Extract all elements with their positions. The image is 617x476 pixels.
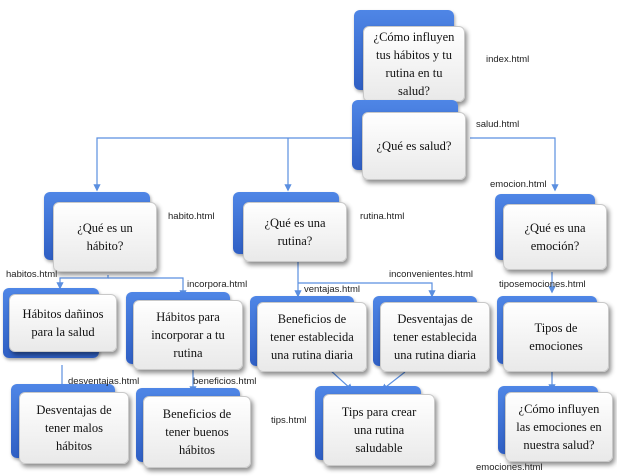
node-salud[interactable]: ¿Qué es salud? — [352, 100, 472, 182]
node-card: Desventajas de tener establecida una rut… — [380, 302, 490, 372]
file-label-emociones: emociones.html — [476, 462, 543, 473]
file-label-salud: salud.html — [476, 119, 520, 130]
node-label: Hábitos para incorporar a tu rutina — [151, 309, 225, 361]
node-desventajas-rutina[interactable]: Desventajas de tener establecida una rut… — [373, 296, 493, 376]
connector-rutina-desventajas — [298, 282, 436, 298]
node-label: Desventajas de tener malos hábitos — [36, 402, 112, 454]
node-label: Tips para crear una rutina saludable — [341, 404, 417, 456]
node-label: Beneficios de tener buenos hábitos — [162, 406, 232, 458]
node-card: Hábitos para incorporar a tu rutina — [133, 300, 243, 370]
node-label: ¿Cómo influyen tus hábitos y tu rutina e… — [373, 29, 455, 99]
file-label-inconvenientes: inconvenientes.html — [389, 269, 473, 280]
node-label: Desventajas de tener establecida una rut… — [393, 311, 477, 363]
file-label-beneficios: beneficios.html — [193, 376, 257, 387]
node-label: ¿Cómo influyen las emociones en nuestra … — [516, 401, 602, 453]
node-card: ¿Qué es una rutina? — [243, 202, 347, 262]
node-card: ¿Qué es salud? — [362, 112, 466, 180]
node-tips[interactable]: Tips para crear una rutina saludable — [315, 386, 437, 470]
node-malos[interactable]: Desventajas de tener malos hábitos — [11, 384, 131, 468]
file-label-emocion: emocion.html — [490, 179, 547, 190]
node-card: Beneficios de tener establecida una ruti… — [257, 302, 367, 372]
node-card: ¿Qué es una emoción? — [503, 204, 607, 270]
file-label-habito: habito.html — [168, 211, 215, 222]
node-root[interactable]: ¿Cómo influyen tus hábitos y tu rutina e… — [354, 10, 465, 102]
node-buenos[interactable]: Beneficios de tener buenos hábitos — [136, 388, 254, 472]
node-card: Beneficios de tener buenos hábitos — [143, 396, 251, 468]
node-label: Tipos de emociones — [529, 320, 583, 353]
node-card: Tipos de emociones — [503, 302, 609, 372]
connector-habito-incorporar — [108, 277, 187, 298]
file-label-habitos: habitos.html — [6, 269, 58, 280]
node-label: ¿Qué es una rutina? — [264, 215, 326, 248]
file-label-tips: tips.html — [271, 415, 307, 426]
node-beneficios-rutina[interactable]: Beneficios de tener establecida una ruti… — [250, 296, 370, 376]
node-habito[interactable]: ¿Qué es un hábito? — [44, 192, 164, 272]
node-label: Hábitos dañinos para la salud — [22, 306, 104, 339]
node-danos[interactable]: Hábitos dañinos para la salud — [3, 288, 121, 366]
node-card: ¿Qué es un hábito? — [53, 202, 157, 272]
file-label-index: index.html — [486, 54, 530, 65]
connector-habito-danos — [56, 275, 109, 290]
file-label-rutina: rutina.html — [360, 211, 405, 222]
file-label-incorpora: incorpora.html — [187, 279, 248, 290]
node-rutina[interactable]: ¿Qué es una rutina? — [233, 192, 353, 264]
file-label-tiposemociones: tiposemociones.html — [499, 279, 586, 290]
node-card: Hábitos dañinos para la salud — [9, 294, 117, 352]
node-card: Tips para crear una rutina saludable — [323, 394, 435, 466]
node-label: Beneficios de tener establecida una ruti… — [270, 311, 354, 363]
connector-salud-emocion — [470, 137, 559, 192]
file-label-desventajas: desventajas.html — [68, 376, 140, 387]
node-card: Desventajas de tener malos hábitos — [19, 392, 129, 464]
node-label: ¿Qué es salud? — [376, 138, 452, 153]
node-label: ¿Qué es un hábito? — [77, 220, 133, 253]
node-card: ¿Cómo influyen las emociones en nuestra … — [505, 392, 613, 462]
node-incorporar[interactable]: Hábitos para incorporar a tu rutina — [126, 292, 246, 372]
node-emociones-salud[interactable]: ¿Cómo influyen las emociones en nuestra … — [498, 386, 614, 464]
node-emocion[interactable]: ¿Qué es una emoción? — [495, 194, 611, 274]
node-label: ¿Qué es una emoción? — [524, 220, 586, 253]
file-label-ventajas: ventajas.html — [304, 284, 360, 295]
connector-salud-habito — [93, 137, 355, 192]
node-tipos[interactable]: Tipos de emociones — [497, 296, 611, 374]
node-card: ¿Cómo influyen tus hábitos y tu rutina e… — [363, 26, 465, 102]
